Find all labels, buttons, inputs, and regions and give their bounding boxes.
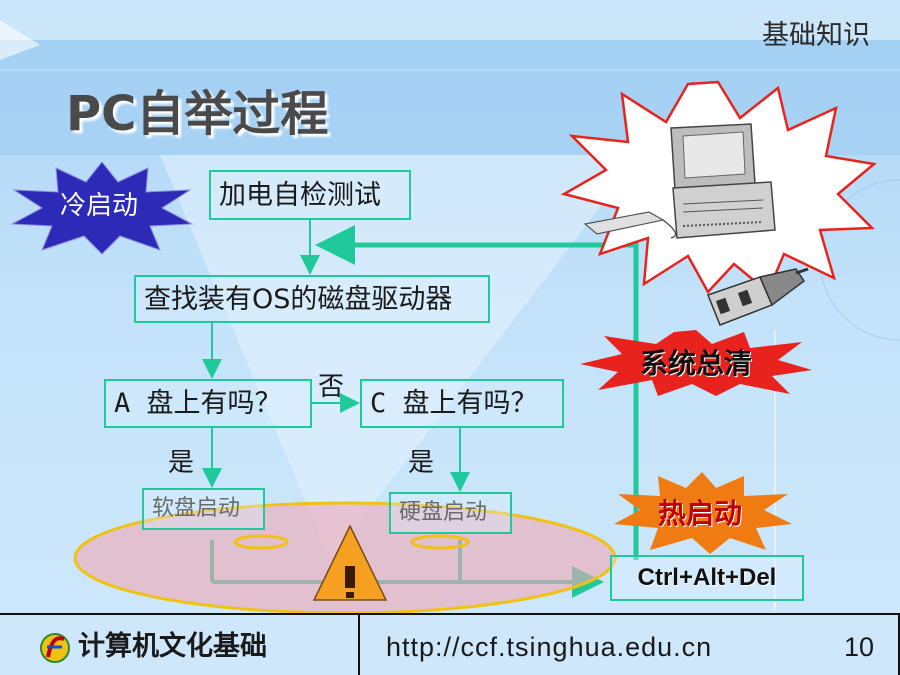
no-label: 否 [318,372,345,402]
ctrl-alt-del-box: Ctrl+Alt+Del [610,555,804,601]
hot-start-burst [614,472,792,554]
yes-c-label: 是 [408,448,435,478]
footer-bar: 计算机文化基础 http://ccf.tsinghua.edu.cn 10 [0,613,900,675]
footer-divider [358,615,360,675]
power-on-self-test-box: 加电自检测试 [209,170,411,220]
hot-start-label: 热启动 [658,497,743,530]
disk-c-check-box: C 盘上有吗？ [360,379,564,428]
system-clear-burst [580,330,812,396]
page-number: 10 [844,632,875,662]
power-plug-icon [707,267,809,326]
footer-divider-right [898,615,900,675]
yes-a-label: 是 [168,448,195,478]
warning-icon [312,524,388,621]
floppy-boot-box: 软盘启动 [142,488,265,530]
cold-start-burst [10,161,194,255]
course-logo-icon [40,633,70,663]
section-label: 基础知识 [762,20,870,51]
hard-boot-box: 硬盘启动 [389,492,512,534]
arrow-hot-restart-loop [315,225,639,560]
computer-icon [583,123,776,239]
page-title: PC自举过程 [66,86,329,142]
disk-a-check-box: A 盘上有吗？ [104,379,312,428]
find-os-drive-box: 查找装有OS的磁盘驱动器 [134,275,490,323]
system-clear-label: 系统总清 [640,347,753,380]
cold-start-label: 冷启动 [60,191,139,221]
course-name: 计算机文化基础 [78,631,267,662]
footer-url[interactable]: http://ccf.tsinghua.edu.cn [386,632,713,662]
